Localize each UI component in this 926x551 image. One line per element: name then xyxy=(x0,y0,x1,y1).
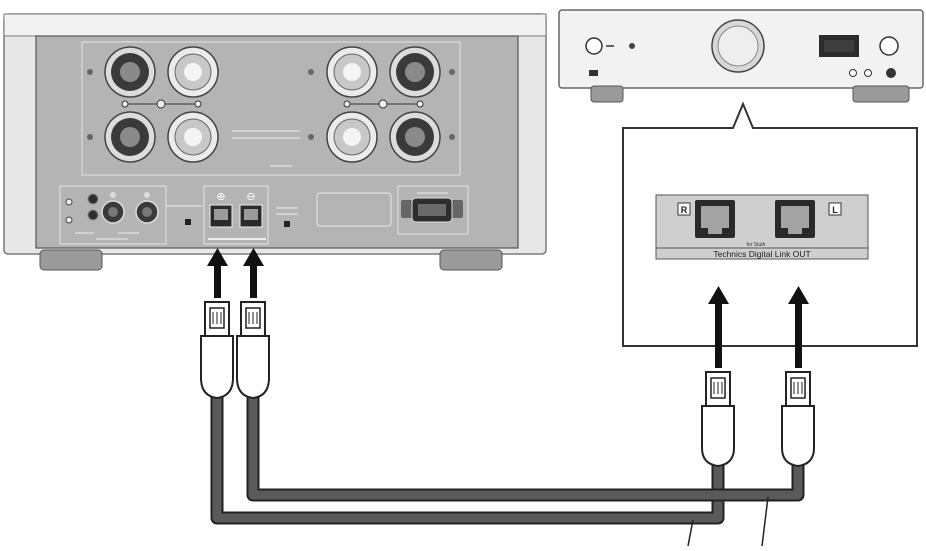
callout-rear-detail: R L for Stuth Technics Digital Link OUT xyxy=(622,101,918,347)
unbalanced-input-jacks xyxy=(87,193,99,221)
rj45-port-left xyxy=(209,204,233,228)
lan-plug-device-l xyxy=(781,371,815,468)
lan-plug-amp-right xyxy=(236,301,270,400)
arrow-up-icon xyxy=(243,248,264,298)
power-amplifier-rear: ⊕ ⊖ xyxy=(3,13,547,271)
indicator xyxy=(589,70,598,76)
input-selector-knob xyxy=(879,36,899,56)
speaker-terminal-left-top-negative xyxy=(104,46,156,98)
leader-line-b xyxy=(761,496,769,547)
speaker-terminal-right-top-negative xyxy=(389,46,441,98)
rj45-label-minus: ⊖ xyxy=(246,191,255,203)
speaker-terminal-plate xyxy=(81,41,461,176)
speaker-terminal-left-top-positive xyxy=(167,46,219,98)
insert-arrows xyxy=(207,248,809,368)
blank-plate xyxy=(316,192,392,227)
ac-inlet-socket xyxy=(401,197,463,223)
device-foot-left xyxy=(590,85,624,103)
lan-plug-amp-left xyxy=(200,301,234,400)
power-button xyxy=(585,37,603,55)
speaker-terminal-right-bottom-negative xyxy=(389,111,441,163)
rj45-label-plus: ⊕ xyxy=(216,191,225,203)
rj45-out-port-l xyxy=(775,200,815,238)
speaker-terminal-right-top-positive xyxy=(326,46,378,98)
leader-line-a xyxy=(687,519,694,547)
port-badge-r: R xyxy=(681,205,688,215)
headphone-jack-3 xyxy=(886,68,896,78)
xlr-input-left xyxy=(101,192,125,224)
analog-input-section xyxy=(59,185,167,245)
speaker-terminal-left-bottom-positive xyxy=(167,111,219,163)
mode-switch xyxy=(185,219,191,225)
speaker-terminal-left-bottom-negative xyxy=(104,111,156,163)
small-caption: for Stuth xyxy=(747,242,766,248)
rj45-port-right xyxy=(239,204,263,228)
rj45-out-port-r xyxy=(695,200,735,238)
level-switch xyxy=(284,221,290,227)
amp-foot-right xyxy=(439,249,503,271)
lan-cables xyxy=(210,390,805,547)
speaker-terminal-right-bottom-positive xyxy=(326,111,378,163)
ac-inlet-section xyxy=(397,185,469,235)
xlr-input-right xyxy=(135,192,159,224)
headphone-jack-2 xyxy=(864,69,872,77)
headphone-jack-1 xyxy=(849,69,857,77)
source-device-front xyxy=(558,9,924,103)
lan-plug-device-r xyxy=(701,371,735,468)
digital-link-in-section xyxy=(203,185,269,245)
digital-link-out-label: Technics Digital Link OUT xyxy=(713,249,810,259)
arrow-up-icon xyxy=(708,286,729,368)
port-badge-l: L xyxy=(832,205,838,215)
arrow-up-icon xyxy=(207,248,228,298)
amp-foot-left xyxy=(39,249,103,271)
device-foot-right xyxy=(852,85,910,103)
arrow-up-icon xyxy=(788,286,809,368)
